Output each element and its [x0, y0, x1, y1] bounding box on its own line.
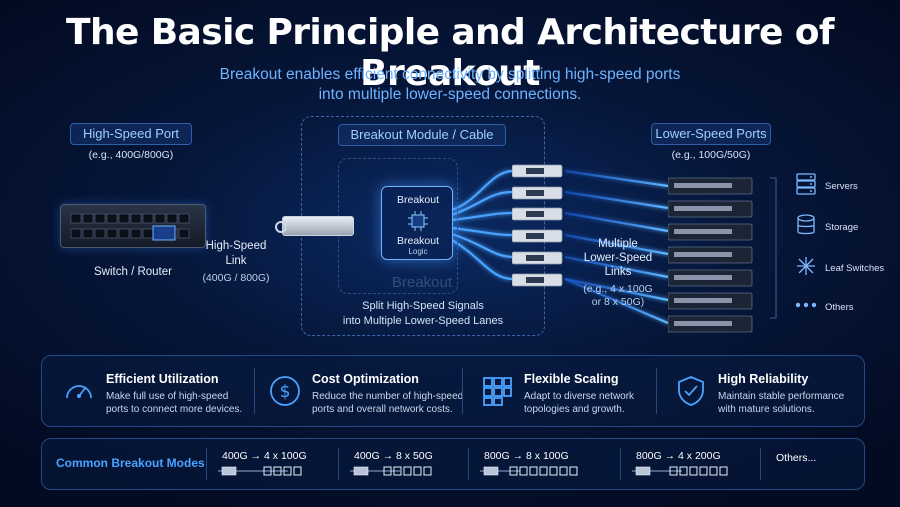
benefit-divider [656, 368, 657, 414]
mode-divider [760, 448, 761, 480]
subtitle-line-2: into multiple lower-speed connections. [318, 86, 582, 103]
mode-divider [338, 448, 339, 480]
lower-speed-switch-stack [667, 176, 754, 343]
mode-3-cable-icon [480, 466, 578, 476]
switch-router-device [60, 204, 206, 248]
lower-speed-ports-note: (e.g., 100G/50G) [671, 149, 751, 161]
modes-panel [41, 438, 865, 490]
lane-transceivers [511, 164, 568, 293]
grid-icon [480, 374, 514, 408]
lower-links-note2: or 8 x 50G) [591, 296, 645, 308]
high-speed-port-note: (e.g., 400G/800G) [88, 149, 174, 161]
endpoint-bracket [770, 177, 777, 319]
mode-3-label: 800G → 8 x 100G [484, 450, 569, 462]
benefit-divider [254, 368, 255, 414]
benefit-desc-4b: with mature solutions. [718, 404, 815, 415]
mode-2-cable-icon [350, 466, 432, 476]
mode-others-label: Others... [776, 452, 817, 464]
page-title: The Basic Principle and Architecture of … [65, 12, 835, 94]
subtitle-line-1: Breakout enables efficient connectivity … [219, 66, 681, 83]
module-caption-line2: into Multiple Lower-Speed Lanes [342, 315, 504, 327]
chip-icon [408, 211, 428, 231]
modes-label: Common Breakout Modes [56, 456, 205, 470]
high-speed-link-speeds: (400G / 800G) [202, 272, 270, 284]
mode-1-label: 400G → 4 x 100G [222, 450, 307, 462]
mode-1-cable-icon [218, 466, 302, 476]
dots-icon [794, 298, 818, 310]
shield-check-icon [674, 374, 708, 408]
gauge-icon [62, 374, 96, 408]
switch-router-label: Switch / Router [94, 266, 172, 278]
breakout-watermark: Breakout [392, 274, 453, 291]
benefit-desc-3b: topologies and growth. [524, 404, 625, 415]
lower-links-note1: (e.g., 4 x 100G [583, 283, 653, 295]
benefit-desc-4a: Maintain stable performance [718, 391, 845, 402]
benefits-panel [41, 355, 865, 427]
transceiver-pull-tab [275, 221, 287, 233]
lower-links-line3: Links [604, 266, 632, 278]
lower-speed-ports-label: Lower-Speed Ports [651, 123, 771, 145]
chip-bottom-label: Breakout [396, 235, 440, 247]
endpoint-others: Others [825, 302, 854, 313]
endpoint-leaf-switches: Leaf Switches [825, 263, 885, 274]
dollar-icon: $ [268, 374, 302, 408]
breakout-module-label: Breakout Module / Cable [338, 124, 506, 146]
mode-2-label: 400G → 8 x 50G [354, 450, 433, 462]
qsfp-transceiver [275, 216, 354, 236]
storage-icon [794, 213, 818, 237]
benefit-title-2: Cost Optimization [312, 372, 419, 386]
benefit-divider [462, 368, 463, 414]
mode-divider [620, 448, 621, 480]
high-speed-link-line1: High-Speed [205, 240, 267, 252]
module-caption-line1: Split High-Speed Signals [362, 300, 484, 312]
mode-divider [468, 448, 469, 480]
lower-links-line1: Multiple [598, 238, 638, 250]
server-icon [794, 172, 818, 196]
endpoint-storage: Storage [825, 222, 859, 233]
benefit-title-3: Flexible Scaling [524, 372, 619, 386]
benefit-desc-1b: ports to connect more devices. [106, 404, 243, 415]
benefit-desc-2b: ports and overall network costs. [312, 404, 453, 415]
benefit-desc-2a: Reduce the number of high-speed [312, 391, 464, 402]
high-speed-link-line2: Link [225, 255, 247, 267]
chip-top-label: Breakout [396, 194, 440, 206]
benefit-desc-1a: Make full use of high-speed [106, 391, 229, 402]
leaf-switch-icon [794, 254, 818, 278]
fanout-lines [451, 169, 513, 281]
benefit-title-1: Efficient Utilization [106, 372, 219, 386]
endpoint-servers: Servers [825, 181, 858, 192]
mode-4-cable-icon [632, 466, 728, 476]
breakout-chip: Breakout Breakout Logic [381, 186, 453, 260]
mode-divider [206, 448, 207, 480]
lane-lines [564, 169, 669, 325]
switch-ports-icon [70, 213, 190, 241]
mode-4-label: 800G → 4 x 200G [636, 450, 721, 462]
lower-links-line2: Lower-Speed [583, 252, 653, 264]
chip-sub-label: Logic [408, 247, 428, 256]
svg-text:$: $ [280, 382, 291, 402]
benefit-title-4: High Reliability [718, 372, 809, 386]
high-speed-port-label: High-Speed Port [70, 123, 192, 145]
benefit-desc-3a: Adapt to diverse network [524, 391, 635, 402]
